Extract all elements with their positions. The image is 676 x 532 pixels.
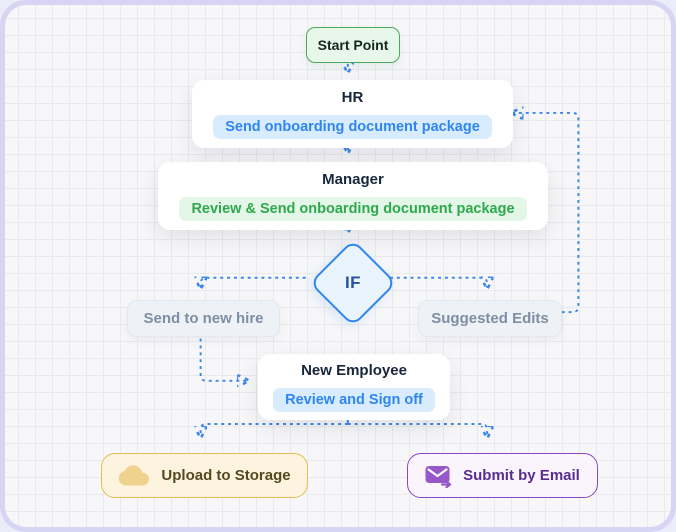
node-if-decision[interactable]: IF: [309, 239, 397, 327]
node-start-point[interactable]: Start Point: [306, 27, 400, 63]
send-to-new-hire-label: Send to new hire: [143, 310, 264, 327]
connector-if-to-suggested-edits: [390, 278, 487, 288]
node-new-employee[interactable]: New Employee Review and Sign off: [258, 354, 450, 420]
manager-title: Manager: [322, 171, 384, 188]
hr-task-badge: Send onboarding document package: [213, 115, 492, 139]
node-manager[interactable]: Manager Review & Send onboarding documen…: [158, 162, 548, 230]
node-send-to-new-hire[interactable]: Send to new hire: [127, 300, 280, 337]
node-suggested-edits[interactable]: Suggested Edits: [418, 300, 562, 337]
hr-title: HR: [341, 89, 364, 106]
manager-task-badge: Review & Send onboarding document packag…: [179, 197, 527, 221]
connector-suggested-edits-to-hr-feedback: [513, 113, 580, 314]
connector-split-to-submit-email: [347, 422, 487, 437]
connector-send-new-hire-to-new-employee: [199, 331, 248, 381]
node-submit-by-email[interactable]: Submit by Email: [407, 453, 598, 498]
email-send-icon: [425, 464, 452, 488]
submit-by-email-label: Submit by Email: [463, 467, 580, 484]
new-employee-title: New Employee: [301, 362, 407, 379]
node-hr[interactable]: HR Send onboarding document package: [192, 80, 513, 148]
flowchart-canvas[interactable]: Start Point HR Send onboarding document …: [5, 5, 671, 527]
connector-if-to-send-new-hire: [201, 278, 306, 288]
cloud-icon: [118, 465, 150, 486]
suggested-edits-label: Suggested Edits: [431, 310, 549, 327]
start-point-label: Start Point: [317, 37, 389, 53]
upload-to-storage-label: Upload to Storage: [161, 467, 291, 484]
new-employee-task-badge: Review and Sign off: [273, 388, 435, 412]
decision-label: IF: [344, 273, 362, 292]
connector-split-to-upload-storage: [201, 422, 348, 437]
node-upload-to-storage[interactable]: Upload to Storage: [101, 453, 308, 498]
